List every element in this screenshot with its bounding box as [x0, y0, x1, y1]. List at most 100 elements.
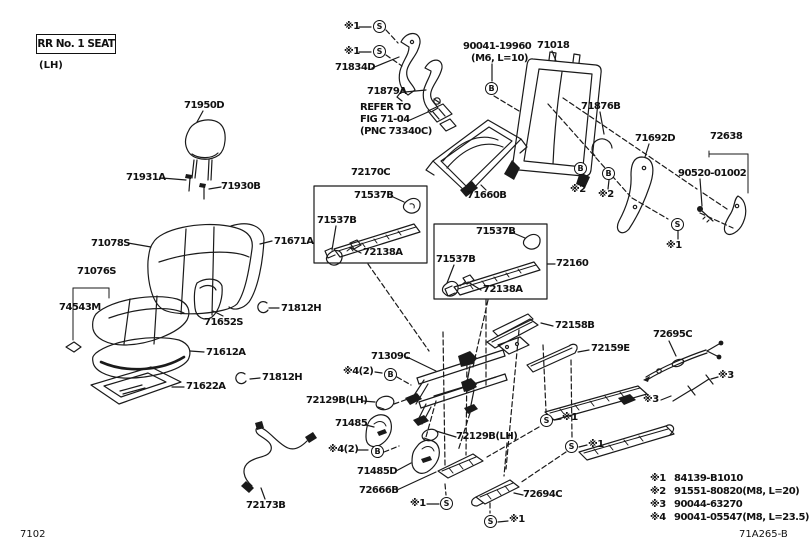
headrest-drawing — [184, 119, 226, 181]
cable-72695c-drawing — [643, 340, 724, 382]
b-fastener-symbol-3: B — [602, 167, 615, 180]
rail-72158b-drawing — [486, 313, 539, 349]
refer-note-line2: FIG 71-04 — [360, 114, 410, 125]
part-label-90041-19960-spec: (M6, L=10) — [471, 53, 529, 64]
legend-part-no-4: 90041-05547(M8, L=23.5) — [674, 512, 809, 523]
marker-x1-f: ※1 — [410, 498, 426, 509]
part-label-71876b: 71876B — [581, 101, 621, 112]
latch-73340c-drawing — [427, 97, 457, 132]
part-label-72138a-2: 72138A — [483, 284, 523, 295]
leader-lines — [127, 26, 719, 523]
marker-x2-b: ※2 — [598, 189, 614, 200]
part-label-72138a-1: 72138A — [363, 247, 403, 258]
legend-part-no-1: 84139-B1010 — [674, 473, 743, 484]
part-label-71622a: 71622A — [186, 381, 226, 392]
marker-x1-g: ※1 — [509, 514, 525, 525]
marker-x4-a: ※4(2) — [343, 366, 374, 377]
slide-rail-upper-right-drawing — [544, 385, 648, 421]
part-label-72666b: 72666B — [359, 485, 399, 496]
part-label-72173b: 72173B — [246, 500, 286, 511]
marker-x1-d: ※1 — [562, 412, 578, 423]
part-label-71812h-1: 71812H — [281, 303, 322, 314]
part-label-71812h-2: 71812H — [262, 372, 303, 383]
marker-x3-a: ※3 — [718, 370, 734, 381]
legend-marker-2: ※2 — [650, 486, 666, 497]
part-label-71309c: 71309C — [371, 351, 411, 362]
part-label-90041-19960: 90041-19960 — [463, 41, 532, 52]
seatback-flap-drawing — [193, 278, 223, 320]
part-label-71078s: 71078S — [91, 238, 131, 249]
part-label-71931a: 71931A — [126, 172, 166, 183]
part-label-71537b-4: 71537B — [436, 254, 476, 265]
wire-72173b-drawing — [241, 421, 317, 493]
part-label-74543m: 74543M — [59, 302, 101, 313]
s-fastener-symbol-3: S — [671, 218, 684, 231]
refer-note-line1: REFER TO — [360, 102, 411, 113]
legend-row-4: ※4 90041-05547(M8, L=23.5) — [650, 512, 809, 524]
cushion-drawing — [92, 295, 190, 346]
rail-72159e-drawing — [526, 343, 578, 373]
marker-x1-b: ※1 — [344, 46, 360, 57]
s-fastener-symbol-7: S — [484, 515, 497, 528]
s-fastener-symbol-1: S — [373, 20, 386, 33]
legend-marker-1: ※1 — [650, 473, 666, 484]
seatback-drawing — [147, 223, 265, 316]
part-label-72159e: 72159E — [591, 343, 630, 354]
part-label-71950d: 71950D — [184, 100, 225, 111]
bolts-x3-drawing — [672, 374, 714, 402]
b-fastener-symbol-2: B — [574, 162, 587, 175]
legend-row-3: ※3 90044-63270 — [650, 499, 743, 511]
page-code: 7102 — [20, 529, 46, 540]
part-label-71671a: 71671A — [274, 236, 314, 247]
part-label-71537b-2: 71537B — [317, 215, 357, 226]
b-fastener-symbol-1: B — [485, 82, 498, 95]
hook-clips-drawing — [235, 301, 269, 385]
part-label-71879a: 71879A — [367, 86, 407, 97]
plate-72666b-drawing — [437, 453, 484, 479]
cover-71485d-drawing — [411, 439, 440, 474]
cushion-frame-71660b-drawing — [425, 119, 528, 197]
legend-marker-3: ※3 — [650, 499, 666, 510]
part-label-72160: 72160 — [556, 258, 589, 269]
legend-row-2: ※2 91551-80820(M8, L=20) — [650, 486, 800, 498]
part-label-90520-01002: 90520-01002 — [678, 168, 747, 179]
part-label-71018: 71018 — [537, 40, 570, 51]
part-label-71930b: 71930B — [221, 181, 261, 192]
refer-note: REFER TO FIG 71-04 (PNC 73340C) — [360, 102, 432, 138]
marker-x1-c: ※1 — [666, 240, 682, 251]
figure-code: 71A265-B — [739, 529, 788, 540]
part-label-71612a: 71612A — [206, 347, 246, 358]
cover-71485-drawing — [365, 414, 392, 448]
b-fastener-symbol-4: B — [384, 368, 397, 381]
part-label-72170c: 72170C — [351, 167, 391, 178]
s-fastener-symbol-6: S — [440, 497, 453, 510]
bracket-72638-drawing — [708, 150, 749, 235]
part-label-71485d: 71485D — [357, 466, 398, 477]
screw-90520-drawing — [697, 206, 714, 223]
marker-x1-a: ※1 — [344, 21, 360, 32]
slide-rail-lower-right-drawing — [578, 424, 675, 461]
refer-note-line3: (PNC 73340C) — [360, 126, 432, 137]
s-fastener-symbol-4: S — [540, 414, 553, 427]
s-fastener-symbol-5: S — [565, 440, 578, 453]
legend-marker-4: ※4 — [650, 512, 666, 523]
part-label-72694c: 72694C — [523, 489, 563, 500]
diagram-title-box: RR No. 1 SEAT — [36, 34, 116, 54]
headrest-bolts-drawing — [185, 174, 206, 200]
diagram-title: RR No. 1 SEAT — [37, 37, 115, 50]
marker-x1-e: ※1 — [588, 439, 604, 450]
part-label-71834d: 71834D — [335, 62, 376, 73]
legend-part-no-2: 91551-80820(M8, L=20) — [674, 486, 800, 497]
s-fastener-symbol-2: S — [373, 45, 386, 58]
part-label-71652s: 71652S — [204, 317, 244, 328]
subassembly-box-72170c — [313, 185, 428, 266]
spring-mat-drawing — [90, 366, 182, 405]
subassembly-box-72160 — [433, 223, 548, 300]
marker-x2-a: ※2 — [570, 184, 586, 195]
clip-71876b-drawing — [591, 138, 613, 157]
part-label-72638: 72638 — [710, 131, 743, 142]
part-label-71537b-3: 71537B — [476, 226, 516, 237]
part-label-71537b-1: 71537B — [354, 190, 394, 201]
